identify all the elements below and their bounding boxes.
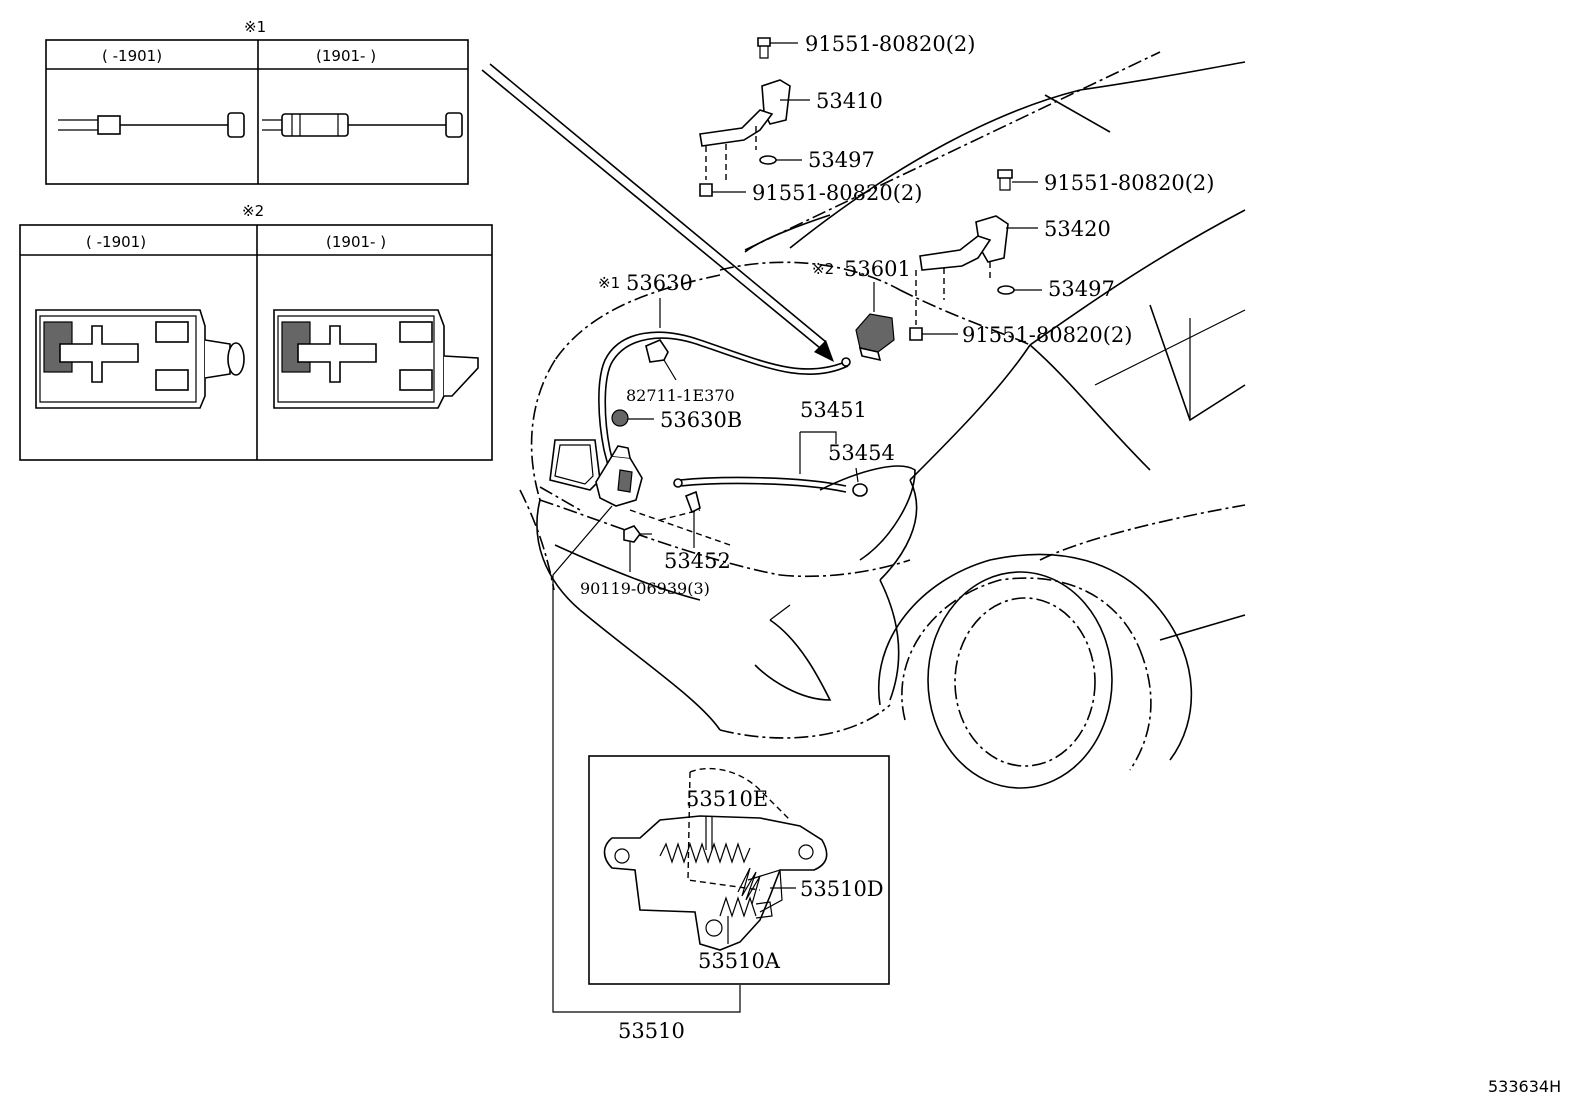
note2-table: ※2 ( -1901) (1901- ) [19, 202, 493, 461]
label-91551-r1: 91551-80820(2) [1044, 171, 1214, 195]
release-handle-late [273, 309, 479, 409]
cable-end-early [58, 112, 245, 138]
label-53510: 53510 [618, 1019, 685, 1043]
note1-table: ※1 ( -1901) (1901- ) [45, 18, 469, 185]
label-53420: 53420 [1044, 217, 1111, 241]
label-90119: 90119-06939(3) [580, 579, 710, 598]
release-handle-early [35, 309, 245, 409]
label-53497-b: 53497 [1048, 277, 1115, 301]
release-cable-53630: ※1 53630 82711-1E370 53630B [598, 271, 851, 497]
note2-col2-header: (1901- ) [326, 233, 386, 251]
label-53410: 53410 [816, 89, 883, 113]
release-lever-53601: ※2 53601 [812, 257, 911, 362]
label-53630B: 53630B [660, 408, 742, 432]
label-53510A: 53510A [698, 949, 781, 973]
label-53454: 53454 [828, 441, 895, 465]
diagram-id: 533634H [1488, 1077, 1561, 1096]
vehicle-body-outline [519, 51, 1246, 789]
note1-mark: ※1 [244, 18, 266, 36]
cable-end-late [262, 112, 463, 138]
hood-hinge-left: 91551-80820(2) 53410 53497 91551-80820(2… [699, 32, 975, 205]
label-53497-a: 53497 [808, 148, 875, 172]
note2-mark: ※2 [242, 202, 264, 220]
label-53630: 53630 [626, 271, 693, 295]
hood-hinge-right: 91551-80820(2) 53420 53497 91551-80820(2… [909, 169, 1214, 347]
label-53451: 53451 [800, 398, 867, 422]
hood-lock-detail-box: 53510E 53510D 53510A [588, 755, 890, 985]
label-53601: 53601 [844, 257, 911, 281]
label-91551-top1: 91551-80820(2) [805, 32, 975, 56]
label-82711: 82711-1E370 [626, 386, 735, 405]
leader-arrow [481, 63, 834, 362]
hood-support-rod-53451: 53451 53454 53452 [664, 398, 895, 573]
label-53510D: 53510D [800, 877, 884, 901]
note1-col2-header: (1901- ) [316, 47, 376, 65]
label-91551-r2: 91551-80820(2) [962, 323, 1132, 347]
hood-lock-assembly: 90119-06939(3) 53510 [552, 445, 741, 1043]
label-53630-mark: ※1 [598, 274, 620, 292]
note2-col1-header: ( -1901) [86, 233, 146, 251]
label-53510E: 53510E [686, 787, 768, 811]
note1-col1-header: ( -1901) [102, 47, 162, 65]
label-53601-mark: ※2 [812, 260, 834, 278]
label-53452: 53452 [664, 549, 731, 573]
label-91551-top2: 91551-80820(2) [752, 181, 922, 205]
